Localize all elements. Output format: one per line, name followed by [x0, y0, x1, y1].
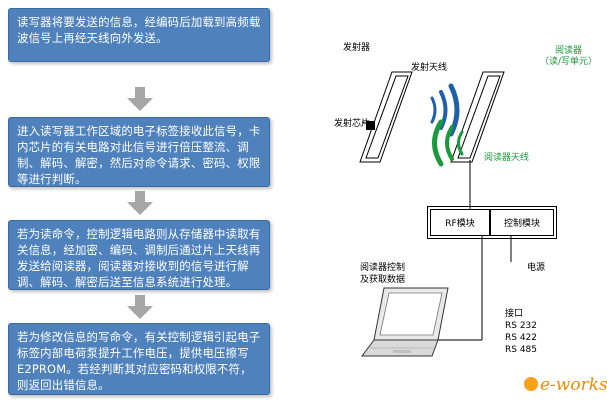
control-module-label: 控制模块 [503, 219, 540, 229]
reader-label-line2: （读/写单元） [540, 57, 598, 67]
return-wave-icon [432, 119, 464, 167]
eworks-logo: e-works [524, 375, 607, 395]
interface-rs232: RS 232 [505, 321, 538, 331]
interface-rs485: RS 485 [505, 345, 538, 355]
transmitter-label: 发射器 [343, 43, 371, 53]
down-arrow-icon [127, 87, 153, 111]
interface-title: 接口 [505, 309, 524, 319]
watermark-text: e-works [540, 375, 607, 395]
reader-label-line1: 阅读器 [555, 46, 583, 56]
reader-label: 阅读器 （读/写单元） [540, 46, 597, 68]
transmit-chip [366, 121, 375, 130]
transmit-antenna-label: 发射天线 [411, 63, 448, 73]
interface-rs422: RS 422 [505, 333, 538, 343]
down-arrow-icon [127, 295, 153, 319]
flow-step-3: 若为读命令，控制逻辑电路则从存储器中读取有关信息，经加密、编码、调制后通过片上天… [8, 220, 270, 290]
flow-step-4: 若为修改信息的写命令，有关控制逻辑引起电子标签内部电荷泵提升工作电压，提供电压擦… [8, 323, 270, 395]
transmit-wave-icon [430, 83, 460, 137]
transmit-chip-label: 发射芯片 [334, 119, 371, 129]
control-module-box: 控制模块 [490, 209, 554, 236]
power-label: 电源 [527, 263, 546, 273]
laptop-label-line1: 阅读器控制 [360, 263, 406, 273]
laptop-label: 阅读器控制 及获取数据 [360, 262, 405, 286]
module-outer-frame [427, 206, 557, 239]
down-arrow-icon [127, 191, 153, 215]
flow-step-4-text: 若为修改信息的写命令，有关控制逻辑引起电子标签内部电荷泵提升工作电压，提供电压擦… [17, 330, 261, 392]
rf-module-label: RF模块 [445, 219, 475, 229]
transmit-antenna-coil [359, 71, 413, 163]
interface-list: 接口 RS 232 RS 422 RS 485 [505, 308, 537, 356]
flow-step-2-text: 进入读写器工作区域的电子标签接收此信号，卡内芯片的有关电路对此信号进行倍压整流、… [17, 124, 261, 186]
laptop-label-line2: 及获取数据 [360, 275, 406, 285]
reader-antenna-label: 阅读器天线 [484, 153, 530, 163]
flow-step-1: 读写器将要发送的信息，经编码后加载到高频载波信号上再经天线向外发送。 [8, 8, 270, 62]
flow-step-1-text: 读写器将要发送的信息，经编码后加载到高频载波信号上再经天线向外发送。 [17, 15, 261, 45]
laptop-icon [361, 287, 449, 357]
flow-step-2: 进入读写器工作区域的电子标签接收此信号，卡内芯片的有关电路对此信号进行倍压整流、… [8, 117, 270, 187]
flow-step-3-text: 若为读命令，控制逻辑电路则从存储器中读取有关信息，经加密、编码、调制后通过片上天… [17, 227, 261, 289]
rf-module-box: RF模块 [430, 209, 490, 236]
